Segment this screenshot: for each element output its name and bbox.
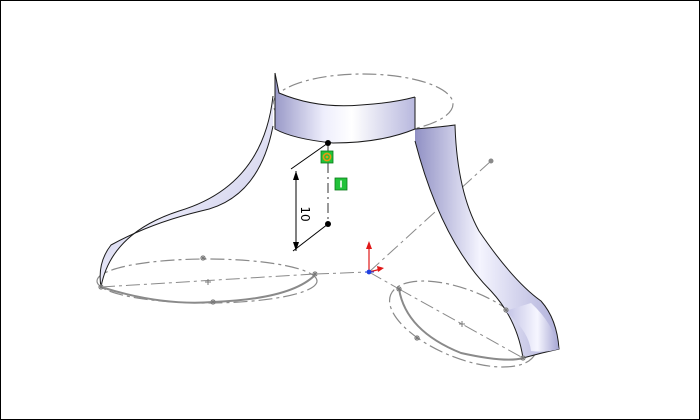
right-foot-surface[interactable] — [505, 303, 559, 352]
left-sketch-ellipse[interactable] — [96, 258, 318, 304]
dimension-arrow-bottom — [293, 242, 299, 251]
construction-endpoint[interactable] — [488, 158, 494, 164]
top-collar-surface[interactable] — [274, 72, 416, 144]
coincident-relation-icon[interactable] — [320, 150, 334, 164]
vertical-relation-icon[interactable] — [334, 177, 348, 191]
linear-dimension[interactable]: 10 — [290, 142, 329, 252]
origin-triad-icon[interactable] — [365, 241, 384, 275]
sketch-points[interactable] — [98, 255, 526, 361]
construction-lines — [314, 160, 492, 290]
dimension-value[interactable]: 10 — [298, 206, 312, 221]
left-leg-surface[interactable] — [99, 95, 274, 288]
dimension-arrow-top — [293, 171, 299, 180]
